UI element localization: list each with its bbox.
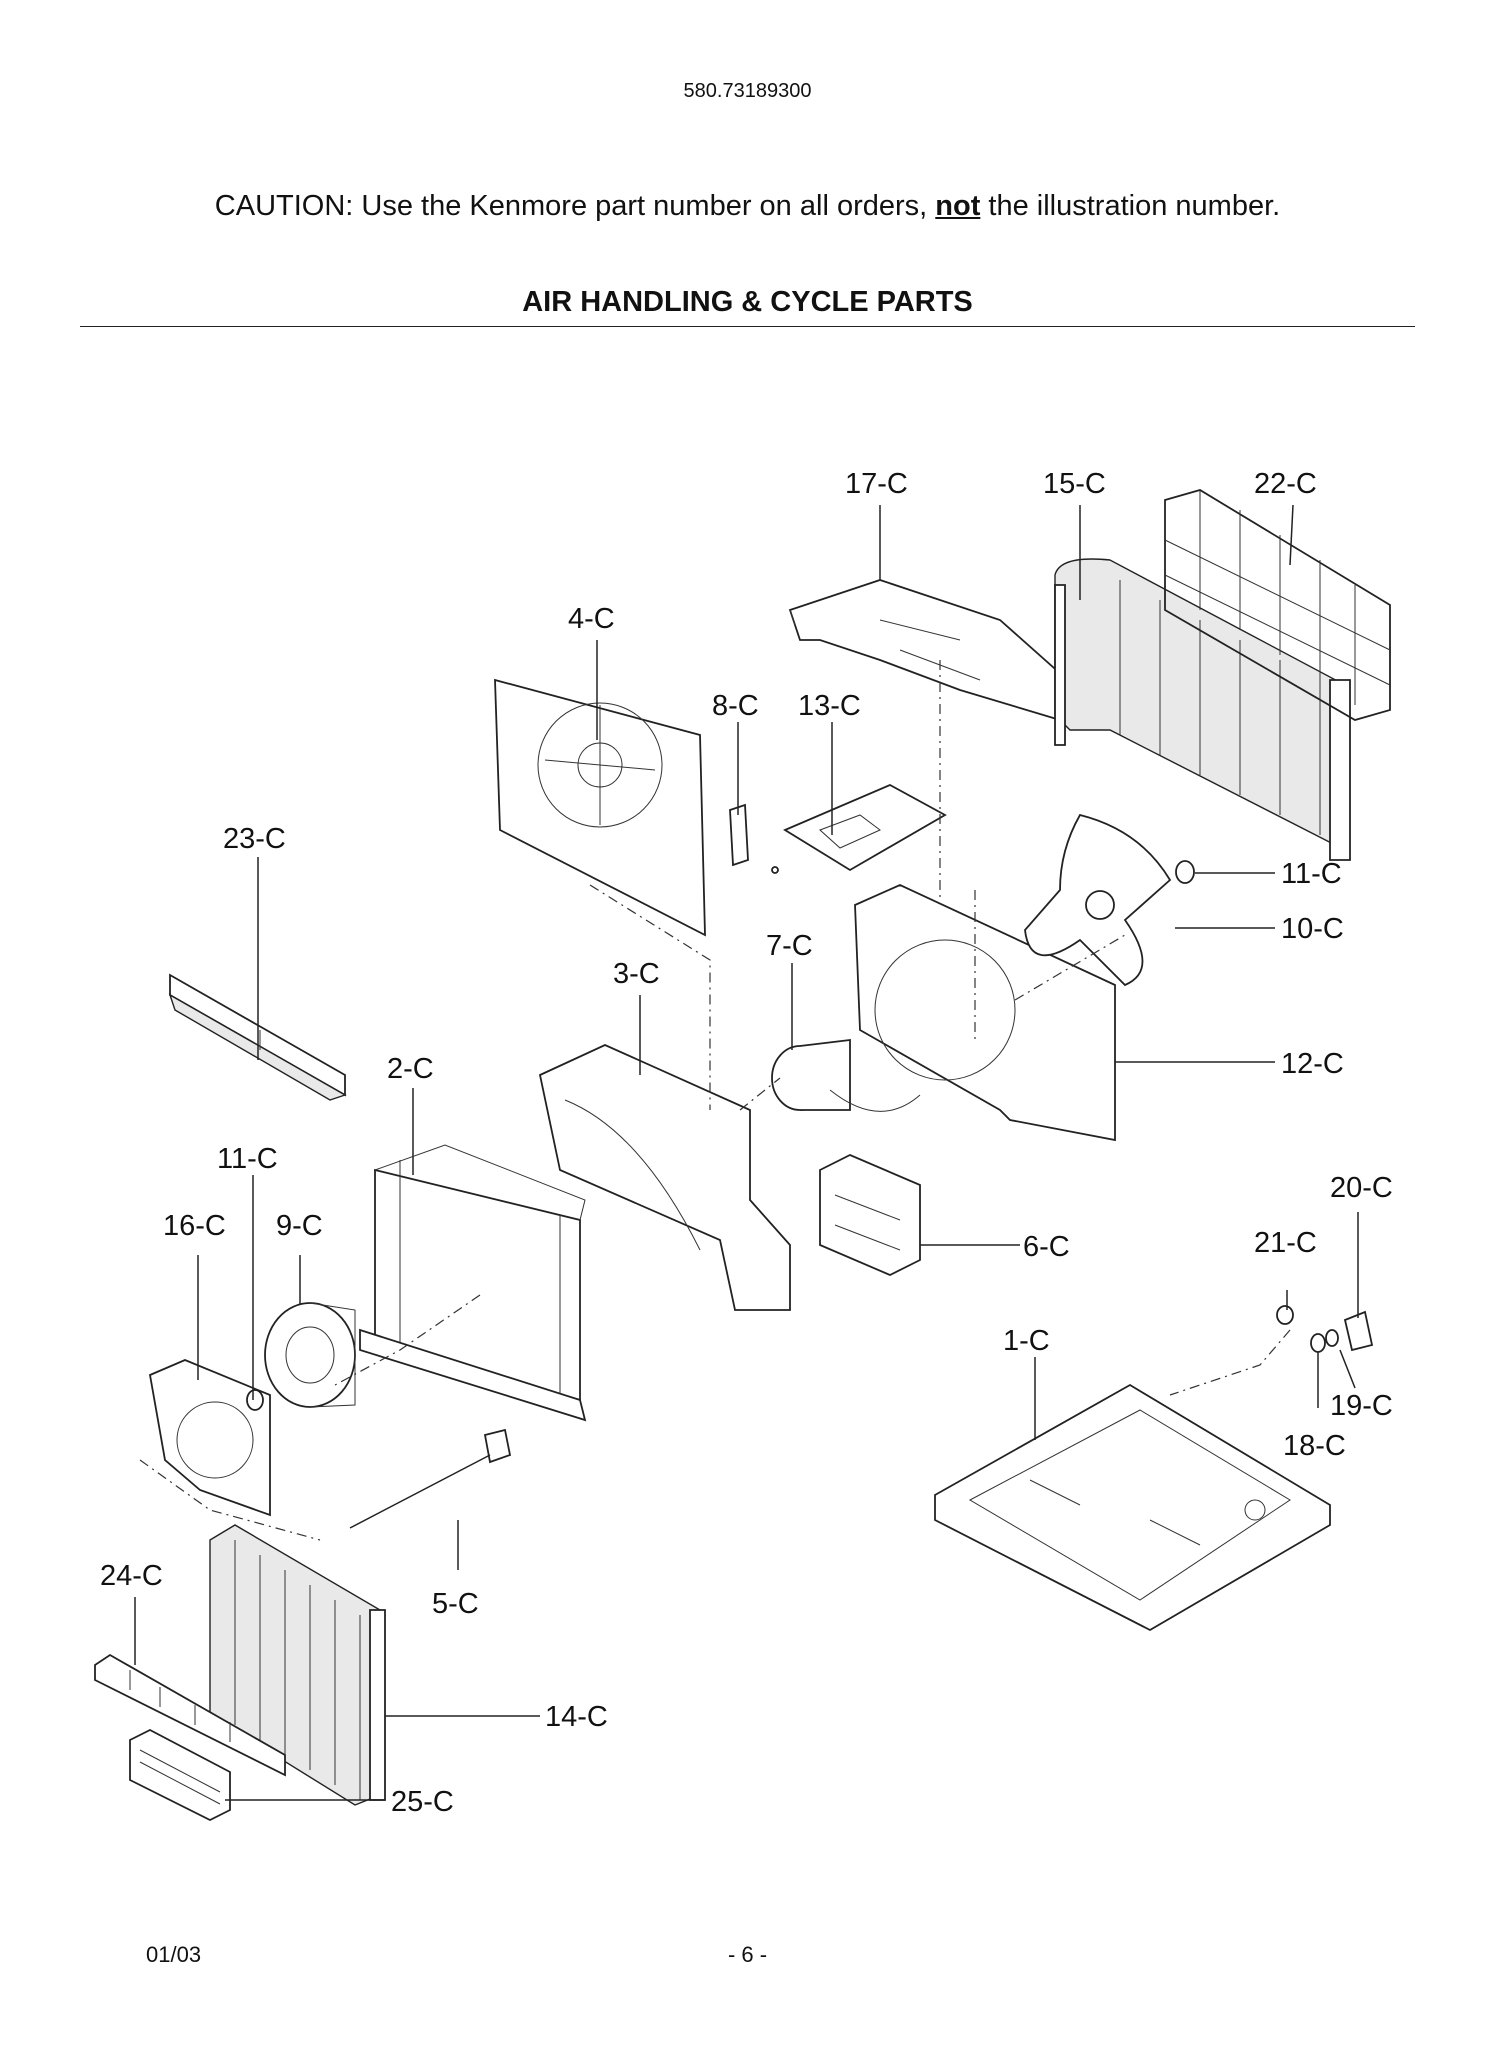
part-9-blower-wheel bbox=[264, 1302, 356, 1408]
callout-9: 9-C bbox=[276, 1210, 323, 1242]
part-4-barrier-panel bbox=[494, 678, 706, 937]
callout-14: 14-C bbox=[545, 1701, 608, 1733]
callout-labels: 17-C 15-C 22-C 4-C 8-C 13-C 23-C 11-C 10… bbox=[100, 468, 1393, 1818]
callout-17: 17-C bbox=[845, 468, 908, 500]
part-15-condenser-coil bbox=[1054, 558, 1351, 861]
part-12-shroud bbox=[854, 884, 1116, 1142]
callout-10: 10-C bbox=[1281, 913, 1344, 945]
callout-25: 25-C bbox=[391, 1786, 454, 1818]
callout-13: 13-C bbox=[798, 690, 861, 722]
part-19-gasket bbox=[1325, 1329, 1339, 1347]
caution-suffix: the illustration number. bbox=[980, 190, 1281, 222]
part-2-front-frame bbox=[359, 1144, 587, 1422]
part-11-nut-left bbox=[246, 1389, 264, 1411]
callout-2: 2-C bbox=[387, 1053, 434, 1085]
part-14-evaporator-coil bbox=[209, 1524, 386, 1806]
callout-19: 19-C bbox=[1330, 1390, 1393, 1422]
part-21-drain-cap bbox=[1276, 1305, 1294, 1325]
part-22-rear-grille bbox=[1164, 489, 1391, 721]
part-17-air-guide bbox=[788, 579, 1092, 721]
callout-21: 21-C bbox=[1254, 1227, 1317, 1259]
callout-4: 4-C bbox=[568, 603, 615, 635]
part-10-condenser-fan bbox=[1024, 813, 1172, 987]
callout-18: 18-C bbox=[1283, 1430, 1346, 1462]
part-24-filter-frame bbox=[94, 1653, 286, 1777]
callout-7: 7-C bbox=[766, 930, 813, 962]
caution-emphasis: not bbox=[935, 190, 981, 222]
callout-24: 24-C bbox=[100, 1560, 163, 1592]
part-7-fan-motor bbox=[771, 1038, 921, 1112]
callout-5: 5-C bbox=[432, 1588, 479, 1620]
callout-16: 16-C bbox=[163, 1210, 226, 1242]
callout-3: 3-C bbox=[613, 958, 660, 990]
part-6-control-box bbox=[819, 1154, 921, 1276]
part-5-thermistor bbox=[349, 1428, 512, 1529]
part-16-orifice bbox=[148, 1359, 271, 1517]
alignment-lines bbox=[139, 660, 1291, 1541]
page-number: - 6 - bbox=[727, 1942, 768, 1967]
part-13-mount-plate bbox=[783, 784, 947, 872]
caution-prefix: CAUTION: Use the Kenmore part number on … bbox=[214, 190, 936, 222]
callout-8: 8-C bbox=[712, 690, 759, 722]
callout-23: 23-C bbox=[223, 823, 286, 855]
callout-15: 15-C bbox=[1043, 468, 1106, 500]
callout-1: 1-C bbox=[1003, 1325, 1050, 1357]
callout-20: 20-C bbox=[1330, 1172, 1393, 1204]
callout-22: 22-C bbox=[1254, 468, 1317, 500]
part-8-bracket bbox=[729, 803, 779, 874]
part-3-scroll-housing bbox=[538, 1044, 791, 1311]
caution-notice: CAUTION: Use the Kenmore part number on … bbox=[0, 190, 1495, 223]
callout-11-right: 11-C bbox=[1281, 858, 1342, 890]
title-divider bbox=[80, 326, 1415, 327]
part-18-washer bbox=[1310, 1333, 1326, 1353]
callout-6: 6-C bbox=[1023, 1231, 1070, 1263]
callout-11-left: 11-C bbox=[217, 1143, 278, 1175]
part-11-nut-right bbox=[1175, 860, 1195, 884]
leader-lines bbox=[134, 504, 1359, 1801]
part-1-base-pan bbox=[934, 1383, 1331, 1632]
callout-12: 12-C bbox=[1281, 1048, 1344, 1080]
model-number: 580.73189300 bbox=[683, 80, 812, 102]
section-title: AIR HANDLING & CYCLE PARTS bbox=[522, 286, 973, 318]
footer-date: 01/03 bbox=[146, 1942, 202, 1967]
part-25-air-filter bbox=[129, 1728, 231, 1822]
